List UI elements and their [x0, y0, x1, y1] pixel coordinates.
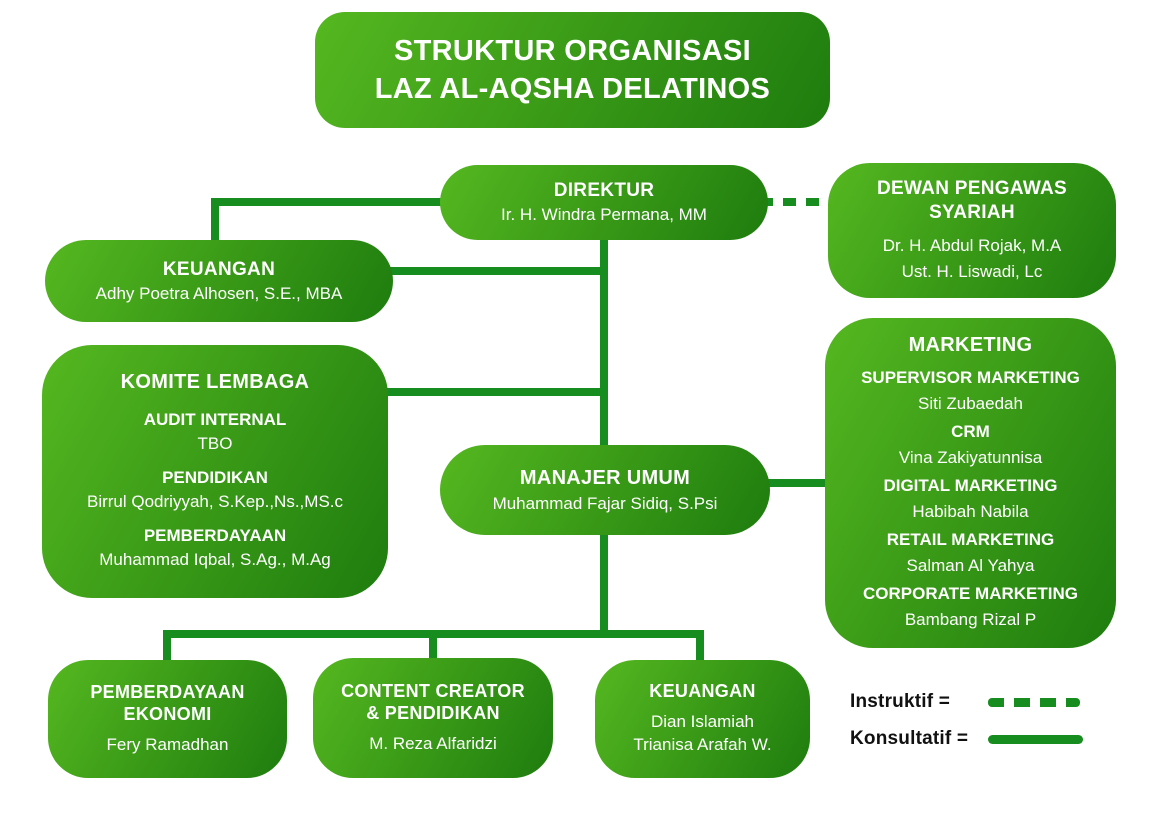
keuangan-bottom-title: KEUANGAN	[649, 680, 756, 701]
connector-drop-content-creator	[429, 630, 437, 666]
content-creator-name: M. Reza Alfaridzi	[369, 733, 497, 753]
dewan-member-2: Ust. H. Liswadi, Lc	[901, 261, 1043, 281]
legend-row-konsultatif: Konsultatif =	[850, 727, 1083, 751]
direktur-title: DIREKTUR	[553, 180, 655, 201]
manajer-title: MANAJER UMUM	[519, 466, 691, 489]
marketing-group-role: RETAIL MARKETING	[886, 530, 1055, 549]
marketing-group-role: SUPERVISOR MARKETING	[861, 368, 1080, 387]
connector-direktur-keuangan-horizontal	[211, 198, 446, 206]
komite-group: PENDIDIKAN Birrul Qodriyyah, S.Kep.,Ns.,…	[87, 467, 343, 514]
page-title-box: STRUKTUR ORGANISASI LAZ AL-AQSHA DELATIN…	[315, 12, 830, 128]
komite-group-role: PEMBERDAYAAN	[143, 525, 287, 545]
marketing-group: DIGITAL MARKETING Habibah Nabila	[861, 473, 1080, 524]
komite-group: AUDIT INTERNAL TBO	[87, 409, 343, 456]
connector-manajer-marketing	[766, 479, 832, 487]
keuangan-top-name: Adhy Poetra Alhosen, S.E., MBA	[95, 283, 343, 303]
org-box-dewan-pengawas-syariah: DEWAN PENGAWAS SYARIAH Dr. H. Abdul Roja…	[828, 163, 1116, 298]
marketing-group-name: Bambang Rizal P	[904, 609, 1037, 629]
connector-direktur-dewan-dashed	[760, 198, 836, 206]
connector-direktur-keuangan-vertical	[211, 198, 219, 248]
marketing-groups: SUPERVISOR MARKETING Siti Zubaedah CRM V…	[861, 362, 1080, 632]
marketing-group-name: Salman Al Yahya	[906, 555, 1035, 575]
marketing-group: RETAIL MARKETING Salman Al Yahya	[861, 527, 1080, 578]
komite-group-role: AUDIT INTERNAL	[143, 410, 287, 430]
connector-drop-keuangan	[696, 630, 704, 666]
marketing-group-role: CRM	[951, 422, 990, 441]
marketing-group-name: Siti Zubaedah	[918, 393, 1023, 413]
marketing-group: SUPERVISOR MARKETING Siti Zubaedah	[861, 365, 1080, 416]
org-box-pemberdayaan-ekonomi: PEMBERDAYAAN EKONOMI Fery Ramadhan	[48, 660, 287, 778]
marketing-group-name: Vina Zakiyatunnisa	[898, 447, 1043, 467]
connector-trunk-upper	[600, 235, 608, 450]
org-box-komite-lembaga: KOMITE LEMBAGA AUDIT INTERNAL TBO PENDID…	[42, 345, 388, 598]
connector-drop-pemberdayaan	[163, 630, 171, 666]
komite-group-name: TBO	[197, 434, 233, 454]
page-title: STRUKTUR ORGANISASI LAZ AL-AQSHA DELATIN…	[374, 34, 771, 105]
org-box-keuangan-top: KEUANGAN Adhy Poetra Alhosen, S.E., MBA	[45, 240, 393, 322]
content-creator-title: CONTENT CREATOR & PENDIDIKAN	[341, 680, 525, 723]
legend-row-instruktif: Instruktif =	[850, 690, 1083, 714]
manajer-name: Muhammad Fajar Sidiq, S.Psi	[492, 493, 718, 513]
marketing-title: MARKETING	[908, 334, 1033, 356]
komite-group-role: PENDIDIKAN	[162, 468, 268, 488]
legend-solid-line	[988, 734, 1083, 744]
connector-komite-trunk	[386, 388, 607, 396]
komite-group-name: Birrul Qodriyyah, S.Kep.,Ns.,MS.c	[86, 492, 344, 512]
komite-title: KOMITE LEMBAGA	[120, 371, 310, 394]
legend-konsultatif-label: Konsultatif =	[850, 728, 969, 749]
org-box-direktur: DIREKTUR Ir. H. Windra Permana, MM	[440, 165, 768, 240]
keuangan-top-title: KEUANGAN	[162, 258, 276, 280]
connector-trunk-lower	[600, 532, 608, 638]
legend-instruktif-label: Instruktif =	[850, 691, 951, 712]
legend-dashed-line	[988, 697, 1080, 707]
komite-group-name: Muhammad Iqbal, S.Ag., M.Ag	[99, 549, 331, 569]
org-box-content-creator-pendidikan: CONTENT CREATOR & PENDIDIKAN M. Reza Alf…	[313, 658, 553, 778]
connector-keuangan-trunk	[390, 267, 607, 275]
org-box-manajer-umum: MANAJER UMUM Muhammad Fajar Sidiq, S.Psi	[440, 445, 770, 535]
marketing-group: CORPORATE MARKETING Bambang Rizal P	[861, 581, 1080, 632]
marketing-group-name: Habibah Nabila	[912, 501, 1029, 521]
pemberdayaan-name: Fery Ramadhan	[106, 734, 229, 754]
keuangan-bottom-name: Dian Islamiah Trianisa Arafah W.	[633, 711, 772, 755]
org-box-keuangan-bottom: KEUANGAN Dian Islamiah Trianisa Arafah W…	[595, 660, 810, 778]
marketing-group-role: DIGITAL MARKETING	[883, 476, 1058, 495]
marketing-group: CRM Vina Zakiyatunnisa	[861, 419, 1080, 470]
marketing-group-role: CORPORATE MARKETING	[862, 584, 1078, 603]
direktur-name: Ir. H. Windra Permana, MM	[501, 205, 707, 224]
komite-group: PEMBERDAYAAN Muhammad Iqbal, S.Ag., M.Ag	[87, 525, 343, 572]
komite-groups: AUDIT INTERNAL TBO PENDIDIKAN Birrul Qod…	[87, 398, 343, 571]
dewan-title: DEWAN PENGAWAS SYARIAH	[877, 177, 1067, 223]
pemberdayaan-title: PEMBERDAYAAN EKONOMI	[90, 681, 245, 724]
dewan-member-1: Dr. H. Abdul Rojak, M.A	[882, 236, 1062, 256]
org-box-marketing: MARKETING SUPERVISOR MARKETING Siti Zuba…	[825, 318, 1116, 648]
legend: Instruktif = Konsultatif =	[850, 690, 1083, 764]
